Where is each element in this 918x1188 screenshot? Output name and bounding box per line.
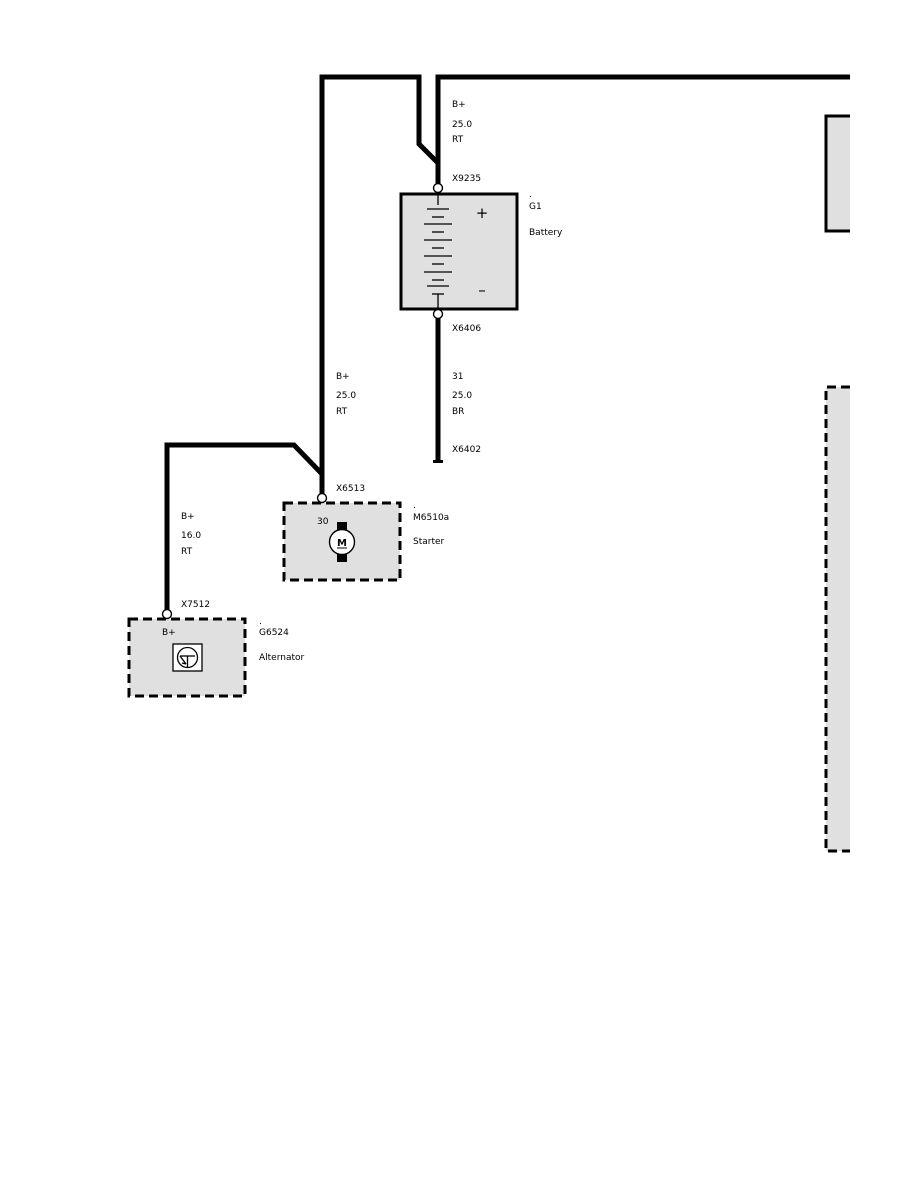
ground-wire-color: BR: [452, 407, 464, 417]
ground-wire-size: 25.0: [452, 391, 472, 401]
alternator-wire: [164, 442, 324, 614]
starter-wire-color: RT: [336, 407, 348, 417]
alternator-dot: .: [259, 617, 262, 627]
battery-plus-sign: +: [476, 204, 489, 222]
battery-name: Battery: [529, 228, 563, 238]
starter-name: Starter: [413, 537, 445, 547]
starter-wire-signal: B+: [336, 372, 350, 382]
starter-id: M6510a: [413, 513, 449, 523]
alternator-pin-label: B+: [162, 628, 176, 638]
battery-dot: .: [529, 190, 532, 200]
battery-wire-signal: B+: [452, 100, 466, 110]
battery-wire-size: 25.0: [452, 120, 472, 130]
battery-main-wire: [435, 74, 850, 188]
alternator-name: Alternator: [259, 653, 305, 663]
ground-symbol: [433, 457, 443, 463]
connector-node-x7512: [161, 608, 173, 620]
alternator-connector-label: X7512: [181, 600, 210, 610]
connector-node-x6513: [316, 492, 328, 504]
battery-bottom-connector-label: X6406: [452, 324, 481, 334]
battery-cells-icon: [424, 194, 452, 309]
motor-symbol-label: M: [337, 538, 347, 549]
regulator-icon: [172, 643, 203, 672]
connector-node-x6406: [432, 308, 444, 320]
alternator-component: [127, 617, 247, 698]
ground-wire-signal: 31: [452, 372, 463, 382]
battery-box: [399, 192, 519, 311]
battery-component: + –: [399, 192, 519, 311]
motor-icon: M: [328, 522, 356, 562]
alternator-id: G6524: [259, 628, 289, 638]
offpage-component-box-lower: [824, 385, 850, 853]
starter-wire-size: 25.0: [336, 391, 356, 401]
battery-top-connector-label: X9235: [452, 174, 481, 184]
alternator-wire-size: 16.0: [181, 531, 201, 541]
starter-dot: .: [413, 501, 416, 511]
starter-component: M: [282, 501, 402, 582]
connector-node-x9235: [432, 182, 444, 194]
offpage-component-box-upper: [824, 114, 850, 233]
starter-pin-label: 30: [317, 517, 329, 527]
ground-point-label: X6402: [452, 445, 481, 455]
battery-minus-sign: –: [478, 281, 486, 299]
starter-connector-label: X6513: [336, 484, 365, 494]
alternator-wire-color: RT: [181, 547, 193, 557]
alternator-wire-signal: B+: [181, 512, 195, 522]
battery-id: G1: [529, 202, 542, 212]
battery-wire-color: RT: [452, 135, 464, 145]
